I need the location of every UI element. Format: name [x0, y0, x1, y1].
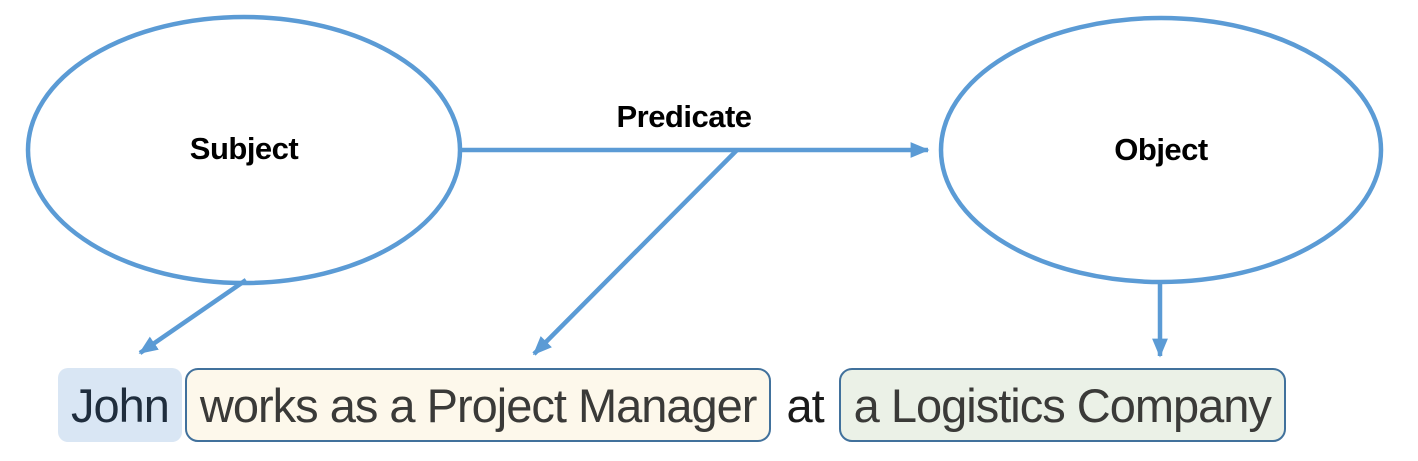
sentence-row: John works as a Project Manager at a Log… — [58, 368, 1286, 442]
connector-text: at — [786, 378, 824, 432]
predicate-node-label: Predicate — [616, 99, 752, 134]
subject-token-chip: John — [58, 368, 182, 442]
object-phrase-chip: a Logistics Company — [838, 368, 1286, 442]
predicate-mapping-arrow — [532, 148, 739, 356]
object-node-label: Object — [1114, 132, 1208, 167]
subject-node-label: Subject — [189, 131, 299, 166]
subject-mapping-arrow — [138, 278, 248, 355]
predicate-phrase-chip: works as a Project Manager — [184, 368, 772, 442]
